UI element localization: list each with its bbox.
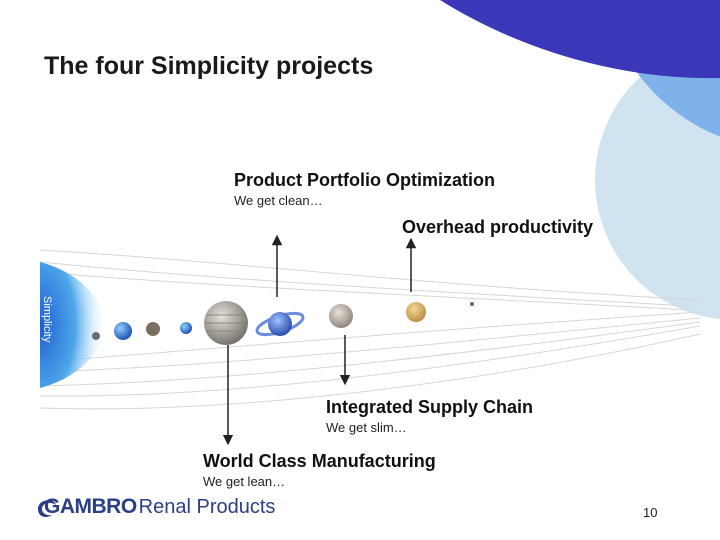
project-manufacturing-title: World Class Manufacturing: [203, 451, 436, 472]
company-logo: GAMBRO Renal Products: [44, 490, 275, 524]
logo-division: Renal Products: [139, 496, 276, 519]
pluto-icon: [470, 302, 474, 306]
corner-decoration: [440, 0, 720, 320]
saturn-icon: [255, 309, 306, 339]
planets: [92, 301, 474, 345]
page-title: The four Simplicity projects: [44, 52, 373, 81]
project-supply-chain-title: Integrated Supply Chain: [326, 397, 533, 418]
uranus-icon: [329, 304, 353, 328]
page-number: 10: [643, 505, 657, 520]
mercury-icon: [92, 332, 100, 340]
neptune-icon: [406, 302, 426, 322]
sun-label: Simplicity: [35, 296, 53, 354]
project-manufacturing-subtitle: We get lean…: [203, 474, 285, 489]
project-portfolio-title: Product Portfolio Optimization: [234, 170, 495, 191]
project-overhead-title: Overhead productivity: [402, 217, 593, 238]
logo-brand: GAMBRO: [44, 495, 137, 519]
mars-icon: [180, 322, 192, 334]
venus-icon: [114, 322, 132, 340]
project-portfolio-subtitle: We get clean…: [234, 193, 323, 208]
earth-icon: [146, 322, 160, 336]
project-supply-chain-subtitle: We get slim…: [326, 420, 407, 435]
orbit-lines: [40, 250, 700, 409]
